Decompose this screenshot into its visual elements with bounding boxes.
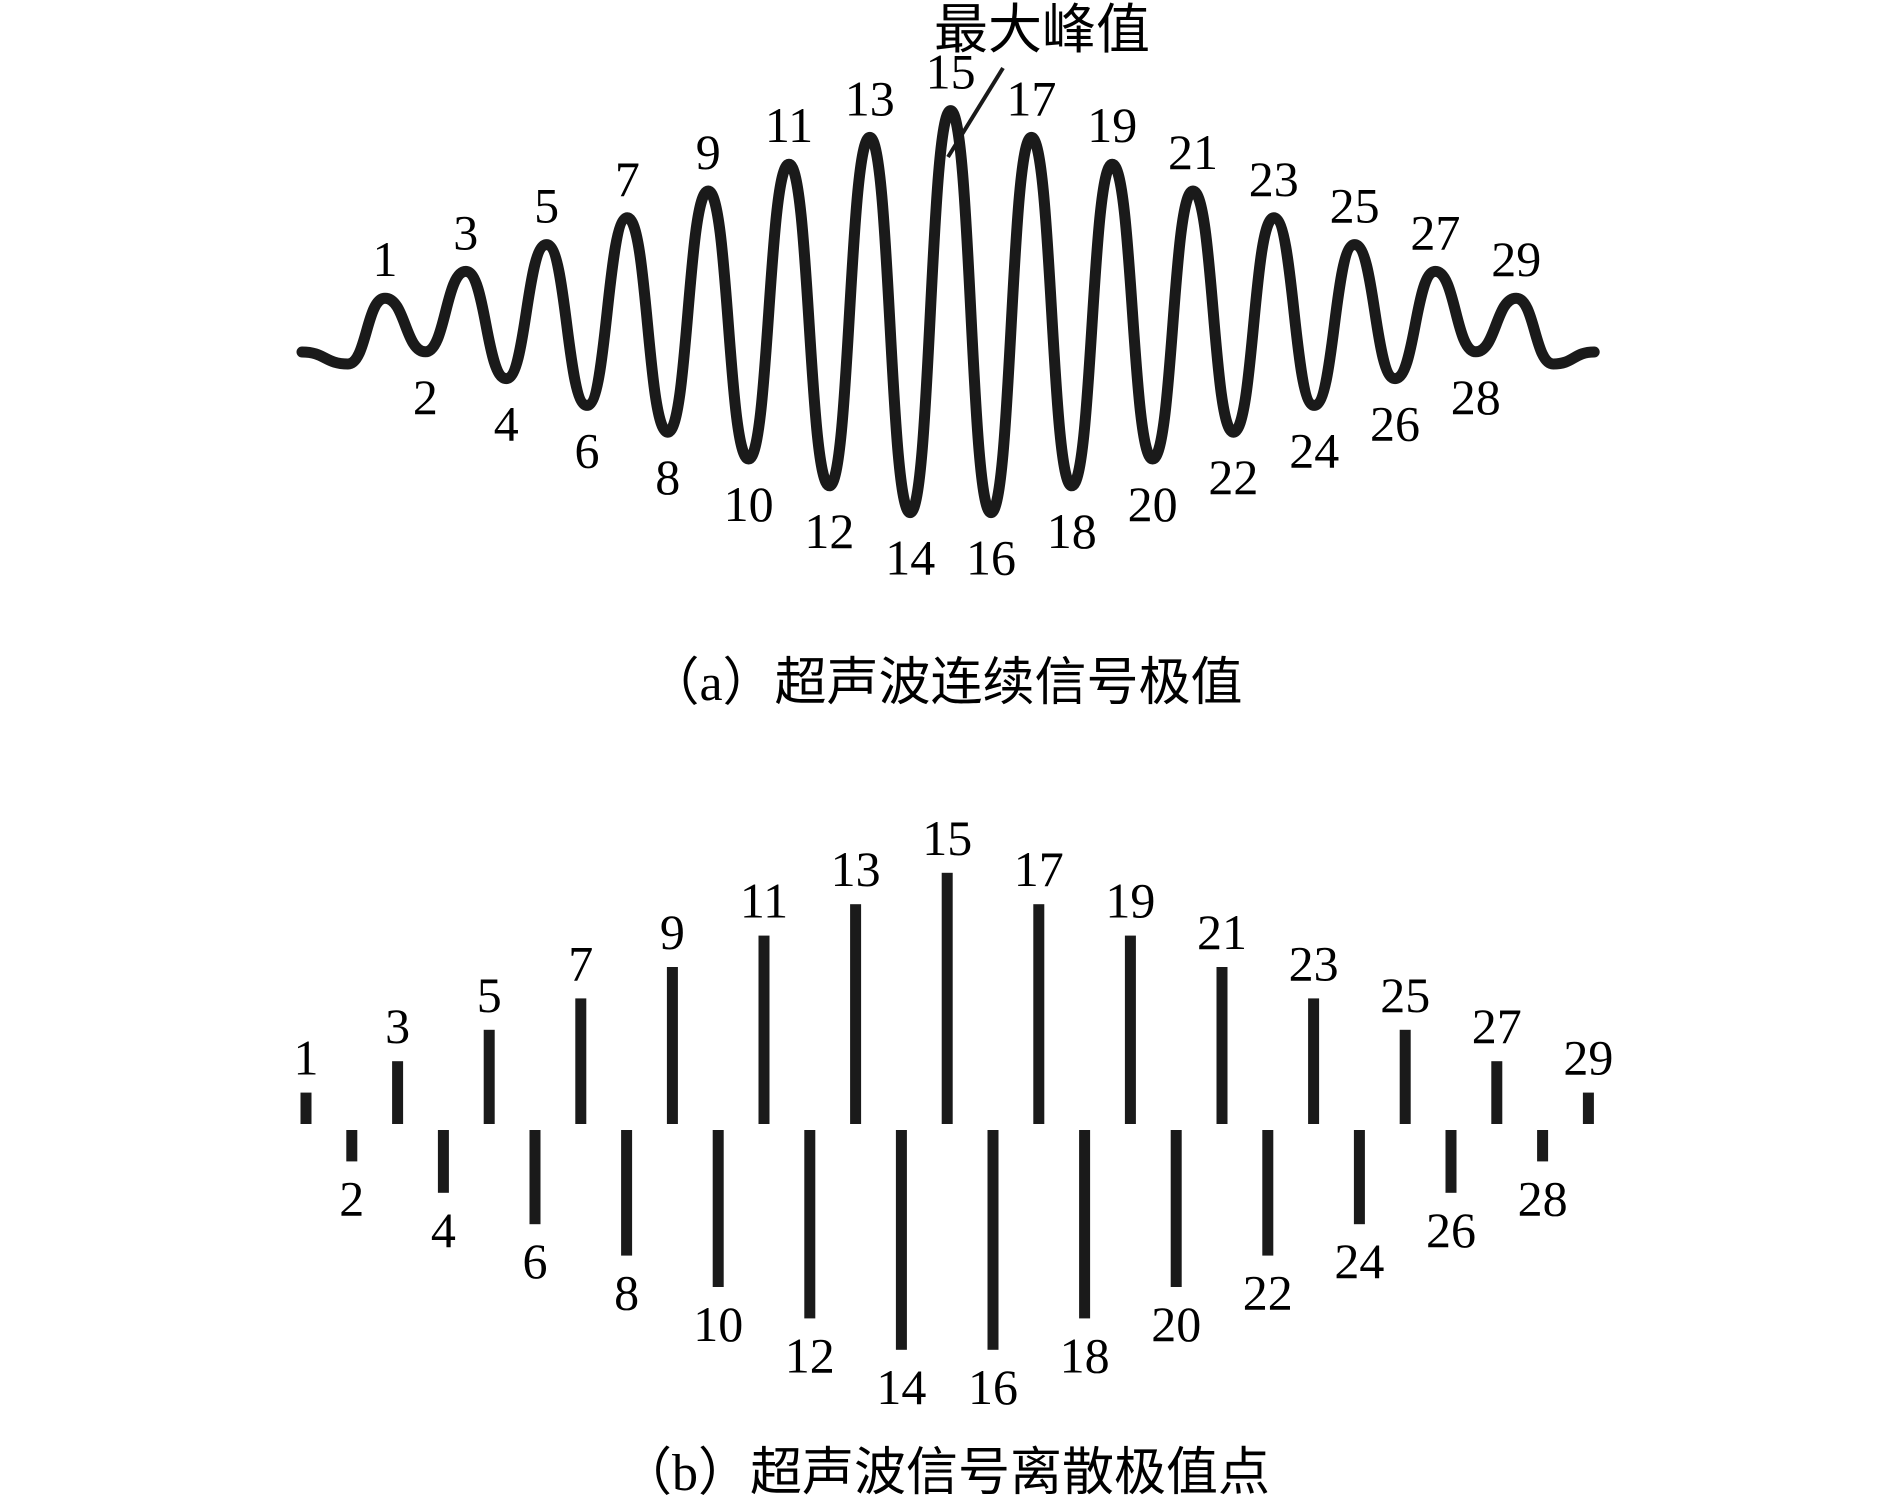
panel-a-continuous-signal: 最大峰值 12345678910111213141516171819202122… [296,0,1600,712]
extremum-bar-24 [1353,1130,1365,1225]
bar-label-7: 7 [568,935,593,991]
bar-label-15: 15 [922,810,972,866]
bar-label-5: 5 [477,967,502,1023]
bar-label-13: 13 [831,841,881,897]
peak-label-1: 1 [373,231,398,287]
extremum-bar-9 [666,967,678,1124]
peak-label-25: 25 [1330,178,1380,234]
peak-label-19: 19 [1087,97,1137,153]
extremum-bar-16 [987,1130,999,1350]
panel-a-extremum-labels: 1234567891011121314151617181920212223242… [373,44,1542,586]
bar-label-25: 25 [1380,967,1430,1023]
max-peak-leader-line [946,66,1005,159]
trough-label-26: 26 [1370,396,1420,452]
extremum-bar-26 [1445,1130,1457,1193]
peak-label-9: 9 [696,124,721,180]
bar-label-22: 22 [1243,1265,1293,1321]
bar-label-19: 19 [1105,873,1155,929]
extremum-bar-20 [1170,1130,1182,1287]
bar-label-3: 3 [385,998,410,1054]
extremum-bar-7 [575,998,587,1124]
extremum-bar-6 [529,1130,541,1225]
extremum-bar-3 [392,1061,404,1124]
extremum-bar-19 [1124,935,1136,1124]
bar-label-28: 28 [1518,1170,1568,1226]
extremum-bar-10 [712,1130,724,1287]
bar-label-6: 6 [523,1233,548,1289]
trough-label-24: 24 [1289,422,1339,478]
peak-label-21: 21 [1168,124,1218,180]
bar-label-20: 20 [1151,1296,1201,1352]
panel-b-caption: （b）超声波信号离散极值点 [620,1445,1270,1502]
extremum-bar-21 [1216,967,1228,1124]
bar-label-10: 10 [693,1296,743,1352]
extremum-bar-17 [1033,904,1045,1124]
bar-label-14: 14 [876,1359,926,1415]
extremum-bar-28 [1537,1130,1549,1162]
extremum-bar-22 [1262,1130,1274,1256]
peak-label-23: 23 [1249,151,1299,207]
extremum-bar-11 [758,935,770,1124]
extremum-bar-5 [483,1029,495,1124]
panel-a-caption: （a）超声波连续信号极值 [647,655,1242,712]
peak-label-29: 29 [1491,231,1541,287]
bar-label-17: 17 [1014,841,1064,897]
bar-label-24: 24 [1334,1233,1384,1289]
bar-label-2: 2 [339,1170,364,1226]
panel-b-bar-labels: 1234567891011121314151617181920212223242… [294,810,1614,1415]
trough-label-12: 12 [804,503,854,559]
max-peak-annotation: 最大峰值 [934,0,1150,60]
peak-label-27: 27 [1410,204,1460,260]
extremum-bar-18 [1079,1130,1091,1319]
extremum-bar-12 [804,1130,816,1319]
trough-label-22: 22 [1208,449,1258,505]
bar-label-23: 23 [1289,935,1339,991]
bar-label-26: 26 [1426,1202,1476,1258]
panel-b-discrete-extrema: 1234567891011121314151617181920212223242… [294,810,1614,1502]
peak-label-5: 5 [534,178,559,234]
trough-label-8: 8 [655,449,680,505]
extremum-bar-1 [300,1092,312,1124]
bar-label-11: 11 [740,873,788,929]
peak-label-17: 17 [1006,70,1056,126]
extremum-bar-4 [437,1130,449,1193]
extremum-bar-14 [895,1130,907,1350]
peak-label-15: 15 [926,44,976,100]
bar-label-18: 18 [1060,1327,1110,1383]
bar-label-29: 29 [1563,1030,1613,1086]
extremum-bar-25 [1399,1029,1411,1124]
bar-label-21: 21 [1197,904,1247,960]
trough-label-2: 2 [413,369,438,425]
bar-label-16: 16 [968,1359,1018,1415]
peak-label-13: 13 [845,70,895,126]
peak-label-3: 3 [453,204,478,260]
trough-label-18: 18 [1047,503,1097,559]
extremum-bar-15 [941,872,953,1124]
bar-label-8: 8 [614,1265,639,1321]
trough-label-16: 16 [966,530,1016,586]
extremum-bar-13 [850,904,862,1124]
trough-label-14: 14 [885,530,935,586]
extremum-bar-27 [1491,1061,1503,1124]
peak-label-7: 7 [615,151,640,207]
bar-label-12: 12 [785,1327,835,1383]
trough-label-20: 20 [1128,476,1178,532]
extremum-bar-23 [1308,998,1320,1124]
panel-b-bars [300,872,1594,1350]
bar-label-27: 27 [1472,998,1522,1054]
trough-label-28: 28 [1451,369,1501,425]
extremum-bar-8 [621,1130,633,1256]
bar-label-1: 1 [294,1030,319,1086]
bar-label-4: 4 [431,1202,456,1258]
trough-label-6: 6 [575,422,600,478]
extremum-bar-2 [346,1130,358,1162]
trough-label-10: 10 [724,476,774,532]
peak-label-11: 11 [765,97,813,153]
trough-label-4: 4 [494,396,519,452]
extremum-bar-29 [1582,1092,1594,1124]
ultrasonic-waveform [296,105,1600,519]
bar-label-9: 9 [660,904,685,960]
